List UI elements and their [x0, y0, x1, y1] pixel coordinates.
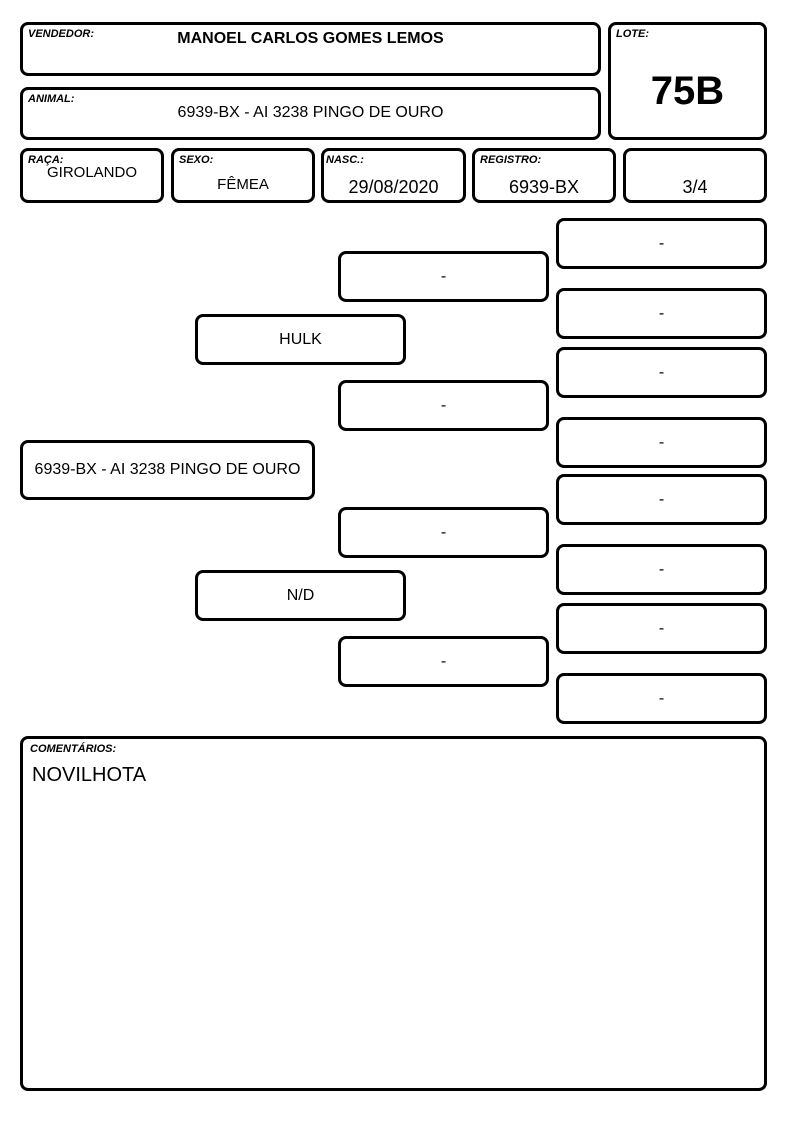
vendedor-name: MANOEL CARLOS GOMES LEMOS: [177, 30, 444, 47]
pedigree-great-grandparent-4: -: [556, 417, 767, 468]
pedigree-animal: 6939-BX - AI 3238 PINGO DE OURO: [20, 440, 315, 500]
pedigree-great-grandparent-8: -: [556, 673, 767, 724]
nasc-label: NASC.:: [326, 154, 364, 166]
pedigree-grandparent-1: -: [338, 251, 549, 302]
raca-box: RAÇA: GIROLANDO: [20, 148, 164, 203]
pedigree-dam: N/D: [195, 570, 406, 621]
vendedor-label: VENDEDOR:: [28, 28, 95, 40]
animal-name: 6939-BX - AI 3238 PINGO DE OURO: [177, 104, 444, 121]
vendedor-box: VENDEDOR: MANOEL CARLOS GOMES LEMOS: [20, 22, 601, 76]
comments-text: NOVILHOTA: [32, 764, 147, 786]
registro-label: REGISTRO:: [480, 154, 542, 166]
pedigree-great-grandparent-3: -: [556, 347, 767, 398]
lote-box: LOTE: 75B: [608, 22, 767, 140]
sexo-label: SEXO:: [179, 154, 214, 166]
comments-box: COMENTÁRIOS: NOVILHOTA: [20, 736, 767, 1091]
registro-value: 6939-BX: [508, 177, 580, 197]
pedigree-great-grandparent-5: -: [556, 474, 767, 525]
pedigree-grandparent-2: -: [338, 380, 549, 431]
raca-label: RAÇA:: [28, 154, 64, 166]
comments-label: COMENTÁRIOS:: [30, 743, 117, 755]
pedigree-grandparent-3: -: [338, 507, 549, 558]
grau-box: 3/4: [623, 148, 767, 203]
pedigree-great-grandparent-2: -: [556, 288, 767, 339]
pedigree-grandparent-4: -: [338, 636, 549, 687]
lote-number: 75B: [650, 69, 725, 113]
pedigree-great-grandparent-1: -: [556, 218, 767, 269]
nasc-value: 29/08/2020: [348, 177, 439, 197]
animal-box: ANIMAL: 6939-BX - AI 3238 PINGO DE OURO: [20, 87, 601, 140]
lote-label: LOTE:: [616, 28, 649, 40]
sexo-box: SEXO: FÊMEA: [171, 148, 315, 203]
nasc-box: NASC.: 29/08/2020: [321, 148, 466, 203]
pedigree-sire: HULK: [195, 314, 406, 365]
grau-value: 3/4: [682, 177, 708, 197]
pedigree-great-grandparent-6: -: [556, 544, 767, 595]
pedigree-great-grandparent-7: -: [556, 603, 767, 654]
raca-value: GIROLANDO: [46, 164, 137, 181]
registro-box: REGISTRO: 6939-BX: [472, 148, 616, 203]
animal-label: ANIMAL:: [28, 93, 75, 105]
sexo-value: FÊMEA: [217, 176, 269, 193]
